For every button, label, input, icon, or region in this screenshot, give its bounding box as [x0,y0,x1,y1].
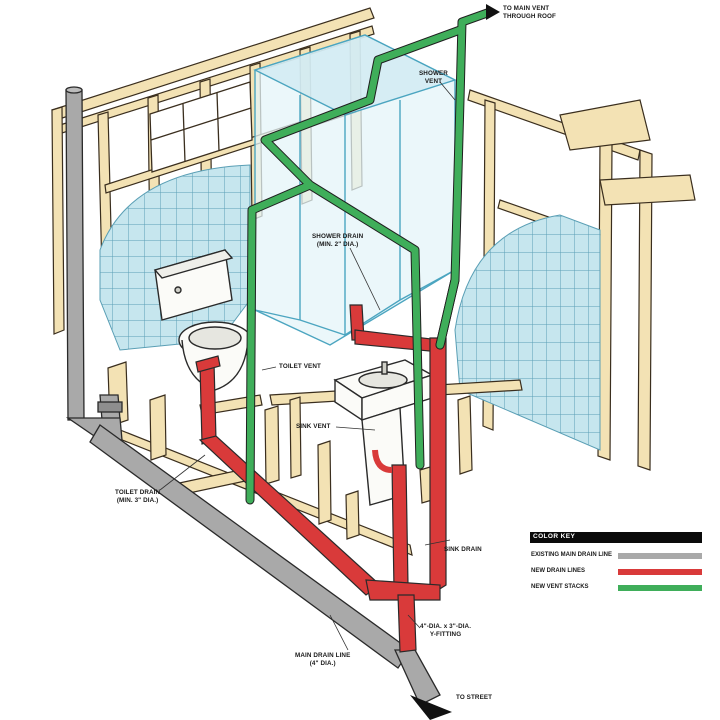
window [149,81,253,173]
label-to-street: TO STREET [456,694,492,702]
label-main-vent-line2: THROUGH ROOF [503,12,556,20]
label-main-vent: TO MAIN VENT THROUGH ROOF [503,5,556,21]
label-main-drain-line1: MAIN DRAIN LINE [295,652,351,659]
color-key-label-vent: NEW VENT STACKS [531,584,589,590]
new-drain-lines [195,304,447,653]
label-to-street-line1: TO STREET [456,694,493,701]
label-main-drain: MAIN DRAIN LINE (4" DIA.) [295,652,350,668]
existing-main-drain [65,86,441,706]
color-key-swatch-vent [618,585,702,591]
label-toilet-vent-line1: TOILET VENT [279,363,321,370]
label-shower-drain-line1: SHOWER DRAIN [312,233,364,240]
right-wall-framing [467,89,696,471]
label-shower-vent: SHOWER VENT [419,70,448,86]
main-vent-arrow [486,4,500,20]
to-street-arrow [410,695,452,720]
label-sink-drain: SINK DRAIN [444,546,482,554]
label-shower-drain-line2: (MIN. 2" DIA.) [316,240,359,248]
label-main-vent-line1: TO MAIN VENT [503,5,550,12]
color-key-label-existing: EXISTING MAIN DRAIN LINE [531,552,613,558]
label-toilet-drain: TOILET DRAIN (MIN. 3" DIA.) [115,489,160,505]
label-toilet-drain-line1: TOILET DRAIN [115,489,161,496]
color-key-title: COLOR KEY [533,533,576,540]
label-shower-drain: SHOWER DRAIN (MIN. 2" DIA.) [312,233,363,249]
label-toilet-vent: TOILET VENT [279,363,321,371]
new-vent-stacks [245,7,495,505]
label-shower-vent-line2: VENT [424,77,443,85]
label-toilet-drain-line2: (MIN. 3" DIA.) [116,496,159,504]
right-wall-tiles [454,214,601,451]
label-main-drain-line2: (4" DIA.) [309,659,336,667]
color-key-swatch-drain [618,569,702,575]
color-key-swatch-existing [618,553,702,559]
shower-enclosure [253,34,457,346]
leader-lines [159,81,456,651]
label-y-fitting: 4"-DIA. x 3"-DIA. Y-FITTING [420,623,471,639]
label-shower-vent-line1: SHOWER [419,70,448,77]
label-y-fitting-line1: 4"-DIA. x 3"-DIA. [420,623,472,630]
color-key-title-bar [530,532,702,543]
label-sink-drain-line1: SINK DRAIN [444,546,482,553]
label-sink-vent-line1: SINK VENT [296,423,331,430]
label-sink-vent: SINK VENT [296,423,331,431]
color-key-label-drain: NEW DRAIN LINES [531,568,585,574]
label-y-fitting-line2: Y-FITTING [429,630,462,638]
